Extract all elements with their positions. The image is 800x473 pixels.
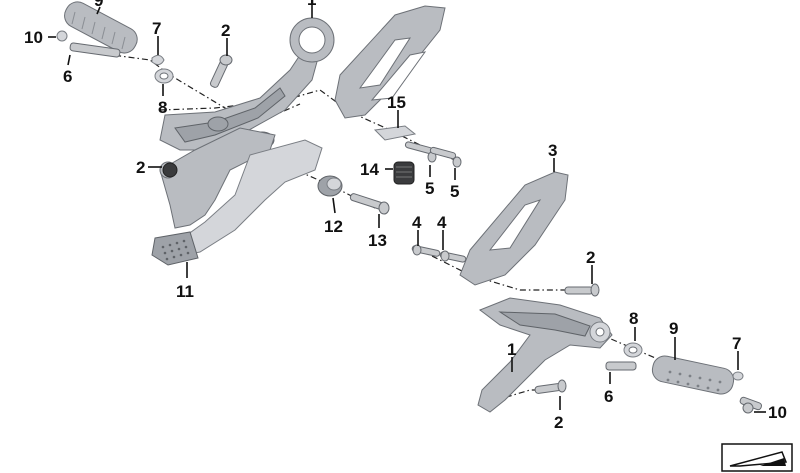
callout-6-upper: 6: [63, 67, 72, 86]
bushing-12: [317, 175, 343, 197]
bolts-5: [404, 141, 462, 168]
callout-9-lower: 9: [669, 319, 678, 338]
callout-8-lower: 8: [629, 309, 638, 328]
footpeg-lower-right: [651, 355, 735, 395]
spring-8-upper: [154, 68, 174, 84]
callout-15: 15: [387, 93, 406, 112]
clip-7-upper: [151, 54, 165, 66]
callout-2-lower-right: 2: [586, 248, 595, 267]
bolt-2-lower-right: [564, 283, 600, 297]
callout-12: 12: [324, 217, 343, 236]
callout-10-upper: 10: [24, 28, 43, 47]
pin-6-lower: [605, 361, 637, 371]
callout-3: 3: [548, 141, 557, 160]
callout-5-a: 5: [425, 179, 434, 198]
bolt-2-left: [162, 162, 178, 178]
callout-13: 13: [368, 231, 387, 250]
bracket-15: [373, 125, 417, 141]
heel-guard-3: [459, 171, 569, 286]
callout-1-bottom: 1: [507, 340, 516, 359]
callout-7-lower: 7: [732, 334, 741, 353]
callout-labels: 1 9 10 7 2 6 8 2 15 14 5 5 3 12 13 4 4 1…: [24, 0, 787, 432]
parts-drawing-wedge-icon: [721, 443, 793, 472]
callout-2-left: 2: [136, 158, 145, 177]
bolt-2-lower: [534, 379, 567, 394]
spring-8-lower: [623, 342, 643, 358]
callout-leaders: [48, 5, 766, 413]
return-spring-14: [393, 161, 415, 185]
footrest-bracket-lower: [477, 297, 613, 413]
callout-2-lower: 2: [554, 413, 563, 432]
footpeg-upper-left: [64, 1, 138, 54]
callout-10-lower: 10: [768, 403, 787, 422]
callout-8-upper: 8: [158, 98, 167, 117]
callout-2-upper: 2: [221, 21, 230, 40]
heel-guard-upper: [334, 5, 446, 119]
callout-11: 11: [176, 282, 194, 301]
pin-6-upper: [69, 42, 121, 58]
callout-7-upper: 7: [152, 19, 161, 38]
callout-4-a: 4: [412, 213, 422, 232]
callout-4-b: 4: [437, 213, 447, 232]
bolt-13: [349, 193, 390, 215]
callout-9-upper: 9: [94, 0, 103, 10]
pin-10-lower: [739, 396, 763, 414]
bolt-2-upper: [209, 54, 233, 88]
callout-5-b: 5: [450, 182, 459, 201]
washer-10-upper: [56, 30, 68, 42]
callout-14: 14: [360, 160, 379, 179]
bolts-4: [411, 244, 467, 263]
brake-pedal-lever: [151, 127, 323, 266]
callout-1-top: 1: [307, 0, 316, 9]
clip-7-lower: [732, 371, 744, 381]
callout-6-lower: 6: [604, 387, 613, 406]
